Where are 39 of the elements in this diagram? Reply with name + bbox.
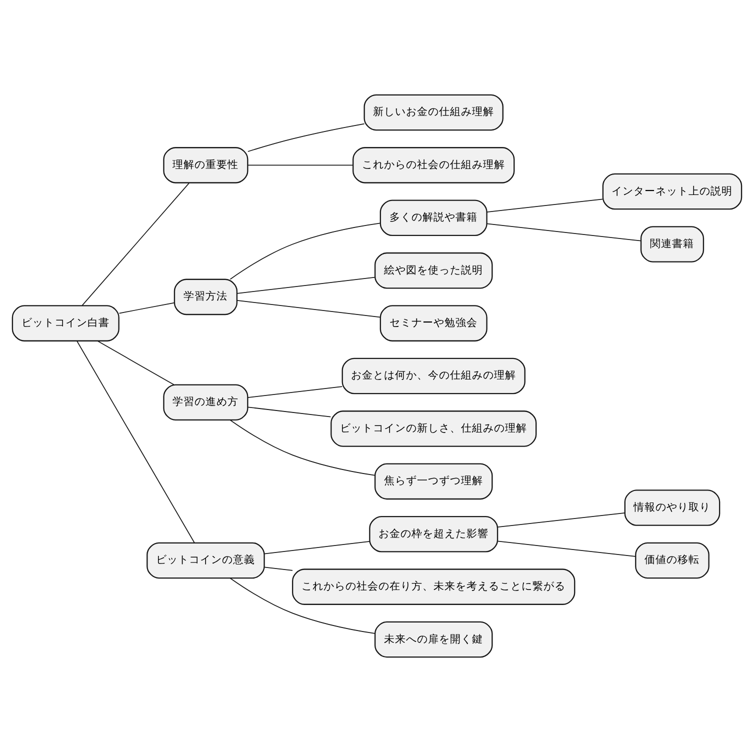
connector	[264, 541, 370, 554]
connector	[230, 420, 376, 476]
node-box: 新しいお金の仕組み理解	[364, 94, 504, 131]
node-box: お金とは何か、今の仕組みの理解	[342, 358, 526, 394]
node-box: 絵や図を使った説明	[374, 252, 493, 289]
connector	[486, 223, 642, 242]
node-box: 多くの解説や書籍	[380, 200, 488, 236]
connector	[497, 540, 636, 557]
node-box: 価値の移転	[635, 542, 710, 579]
connector	[230, 222, 381, 280]
connector	[486, 198, 603, 212]
connector	[247, 386, 343, 398]
connector	[118, 302, 175, 314]
node-box: 学習の進め方	[163, 384, 248, 420]
connector	[264, 566, 293, 571]
node-box: お金の枠を超えた影響	[369, 516, 498, 552]
connector	[230, 578, 376, 634]
node-box: 情報のやり取り	[624, 490, 720, 526]
connector	[236, 276, 376, 294]
connector	[97, 340, 174, 386]
node-box: セミナーや勉強会	[380, 305, 488, 342]
node-box: 学習方法	[174, 278, 238, 316]
connector	[247, 164, 354, 166]
connector	[247, 406, 332, 418]
connector	[247, 123, 365, 152]
node-box: 未来への扉を開く鍵	[374, 621, 493, 658]
node-box: ビットコイン白書	[12, 305, 120, 342]
node-box: 関連書籍	[640, 226, 704, 262]
connector	[76, 340, 195, 544]
connector	[82, 182, 190, 306]
connector	[497, 512, 626, 528]
node-box: 焦らず一つずつ理解	[374, 463, 493, 500]
node-box: これからの社会の仕組み理解	[352, 147, 515, 184]
node-box: 理解の重要性	[163, 147, 248, 184]
node-box: ビットコインの意義	[146, 542, 265, 579]
node-box: ビットコインの新しさ、仕組みの理解	[330, 410, 537, 447]
node-box: インターネット上の説明	[602, 173, 742, 210]
connector	[236, 300, 381, 318]
node-box: これからの社会の在り方、未来を考えることに繋がる	[292, 568, 576, 605]
